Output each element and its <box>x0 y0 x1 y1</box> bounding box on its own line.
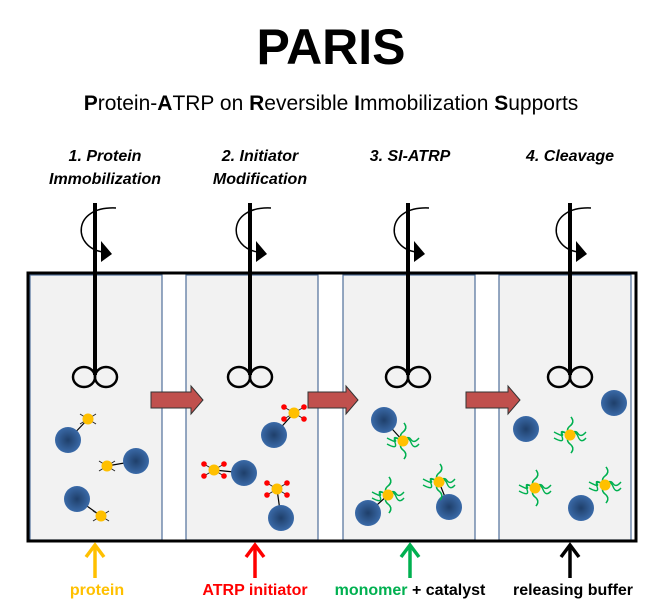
rotation-arrow-icon <box>555 207 592 253</box>
initiator-dot <box>264 492 270 498</box>
protein-dot <box>271 483 283 495</box>
impeller-blade <box>248 365 274 389</box>
initiator-dot <box>284 492 290 498</box>
support-bead <box>371 407 397 433</box>
initiator-dot <box>281 404 287 410</box>
step-4-label: 4. Cleavage <box>495 145 645 168</box>
rotation-arrow-icon <box>235 207 272 253</box>
protein-dot <box>382 489 394 501</box>
input-buffer-label: releasing buffer <box>512 582 634 599</box>
subtitle-part: R <box>249 92 265 115</box>
initiator-dot <box>201 473 207 479</box>
initiator-dot <box>301 404 307 410</box>
rotation-arrowhead-icon <box>414 241 425 262</box>
input-arrowhead-icon <box>399 542 421 559</box>
input-arrowhead-icon <box>244 542 266 559</box>
monomer-text: monomer <box>334 582 408 599</box>
protein-dot <box>288 407 300 419</box>
protein-dot <box>101 460 113 472</box>
transfer-arrow-icon <box>150 384 204 416</box>
initiator-dot <box>201 461 207 467</box>
step-4-line1: 4. Cleavage <box>525 148 615 165</box>
step-3-line1: 3. SI-ATRP <box>369 148 451 165</box>
protein-dot <box>433 476 445 488</box>
protein-dot <box>82 413 94 425</box>
polymer-chain <box>553 431 571 442</box>
polymer-chain <box>386 437 404 448</box>
protein-dot <box>397 435 409 447</box>
impeller-blade <box>568 365 594 389</box>
initiator-dot <box>284 480 290 486</box>
step-2-line1: 2. Initiator <box>221 148 299 165</box>
impeller-blade <box>93 365 119 389</box>
step-1-line2: Immobilization <box>49 171 161 188</box>
rotation-arrow-icon <box>393 207 430 253</box>
protein-dot <box>529 482 541 494</box>
subtitle-part: A <box>157 92 173 115</box>
diagram-title: PARIS <box>256 19 406 75</box>
support-bead <box>268 505 294 531</box>
support-bead <box>123 448 149 474</box>
subtitle-part: S <box>494 92 509 115</box>
initiator-dot <box>281 416 287 422</box>
support-bead <box>231 460 257 486</box>
support-bead <box>436 494 462 520</box>
transfer-arrow-icon <box>465 384 521 416</box>
subtitle-part: eversible <box>264 92 355 115</box>
diagram-subtitle: Protein-ATRP on Reversible Immobilizatio… <box>0 92 662 116</box>
initiator-dot <box>221 461 227 467</box>
input-initiator-label: ATRP initiator <box>202 582 308 599</box>
subtitle-part: P <box>83 92 98 115</box>
step-3-label: 3. SI-ATRP <box>335 145 485 168</box>
input-monomer-label: monomer + catalyst <box>310 582 510 600</box>
input-arrowhead-icon <box>559 542 581 559</box>
initiator-dot <box>264 480 270 486</box>
catalyst-text: + catalyst <box>407 582 486 599</box>
subtitle-part: mmobilization <box>360 92 495 115</box>
subtitle-part: upports <box>508 92 579 115</box>
input-protein-label: protein <box>69 582 125 599</box>
support-bead <box>568 495 594 521</box>
polymer-chain <box>422 478 440 489</box>
support-bead <box>355 500 381 526</box>
transfer-arrow-icon <box>307 384 359 416</box>
protein-dot <box>564 429 576 441</box>
input-arrowhead-icon <box>84 542 106 559</box>
subtitle-part: rotein- <box>97 92 158 115</box>
polymer-chain <box>588 481 606 492</box>
protein-dot <box>95 510 107 522</box>
protein-dot <box>208 464 220 476</box>
polymer-chain <box>371 491 389 502</box>
protein-dot <box>599 479 611 491</box>
step-1-line1: 1. Protein <box>68 148 142 165</box>
rotation-arrowhead-icon <box>101 241 112 262</box>
rotation-arrowhead-icon <box>256 241 267 262</box>
rotation-arrowhead-icon <box>576 241 587 262</box>
rotation-arrow-icon <box>80 207 117 253</box>
support-bead <box>513 416 539 442</box>
subtitle-part: TRP on <box>172 92 250 115</box>
step-2-line2: Modification <box>212 171 308 188</box>
support-bead <box>55 427 81 453</box>
reactor-frame <box>26 271 638 543</box>
support-bead <box>64 486 90 512</box>
support-bead <box>601 390 627 416</box>
polymer-chain <box>518 484 536 495</box>
impeller-blade <box>406 365 432 389</box>
initiator-dot <box>301 416 307 422</box>
subtitle-part: I <box>354 92 360 115</box>
initiator-dot <box>221 473 227 479</box>
support-bead <box>261 422 287 448</box>
